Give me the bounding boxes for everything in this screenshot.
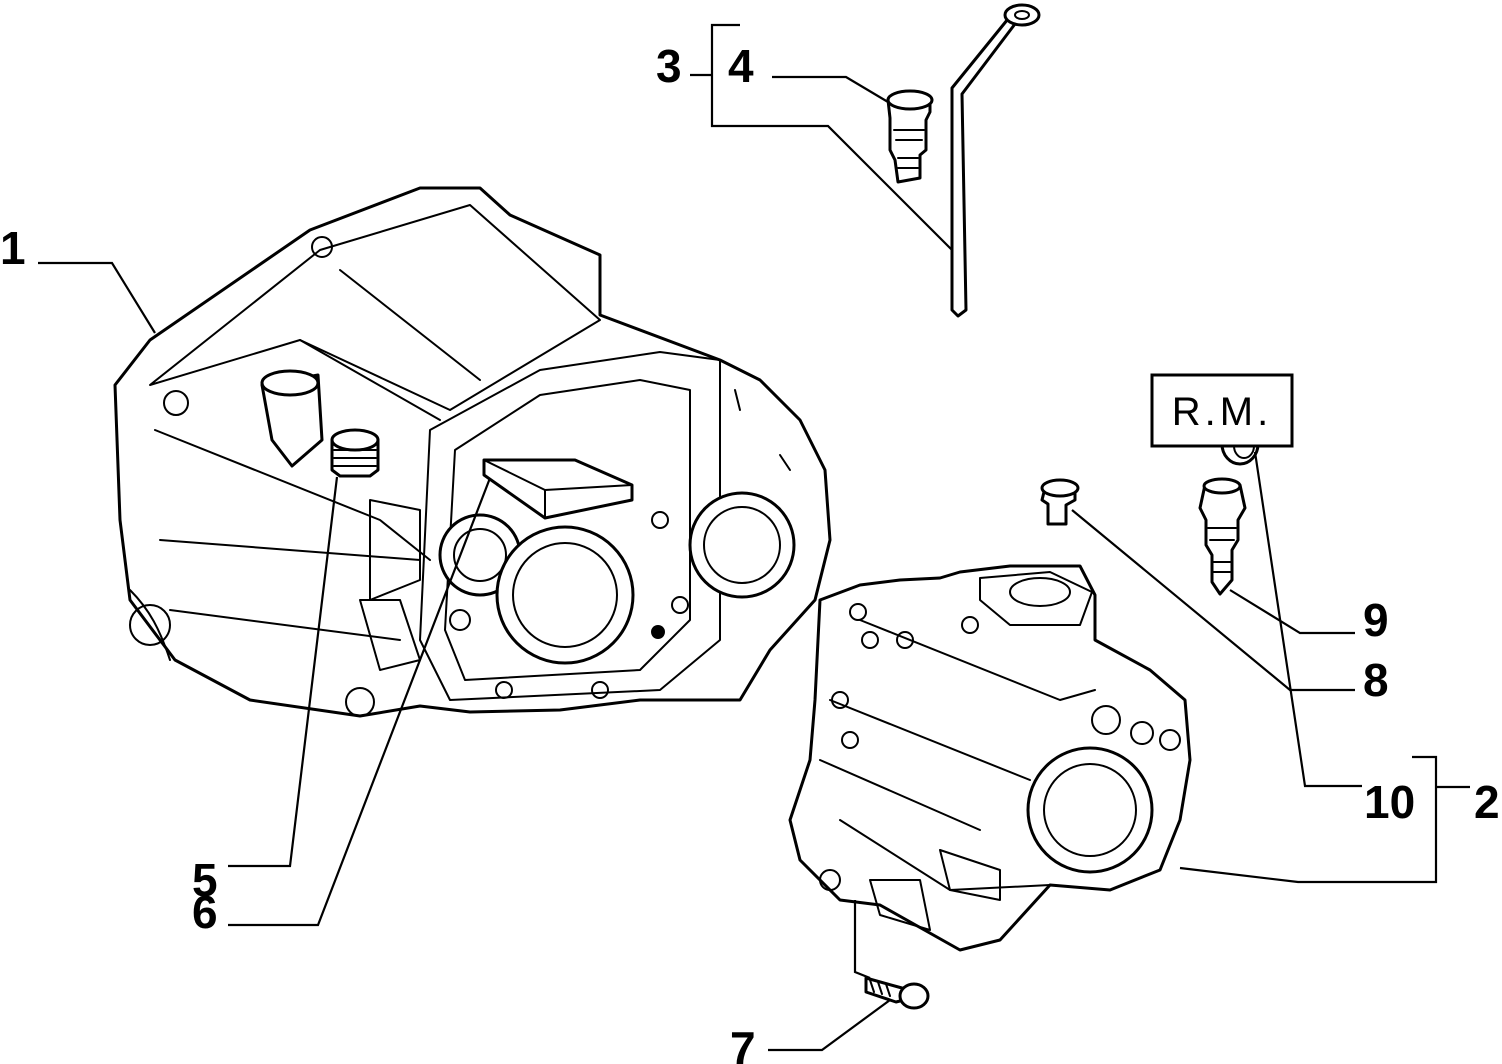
part-2-gearbox-casing	[788, 564, 1192, 952]
rm-box	[1150, 373, 1294, 448]
callout-7: 7	[730, 1022, 756, 1064]
callout-4: 4	[728, 40, 754, 92]
callout-2: 2	[1474, 776, 1500, 828]
callout-1: 1	[0, 222, 26, 274]
part-9-switch	[1198, 477, 1247, 596]
callout-8: 8	[1363, 654, 1389, 706]
callout-3: 3	[656, 40, 682, 92]
part-8-plug	[1040, 478, 1080, 526]
part-7-bolt	[864, 976, 930, 1010]
callout-9: 9	[1363, 594, 1389, 646]
part-1-clutch-housing	[113, 186, 832, 718]
part-3-dipstick	[950, 3, 1041, 318]
callout-10: 10	[1364, 776, 1415, 828]
part-4-breather-plug	[886, 89, 934, 184]
leader-lines	[38, 23, 1470, 1052]
callout-6: 6	[192, 886, 218, 938]
callout-5: 5	[192, 854, 218, 906]
rm-label: R.M.	[1172, 390, 1272, 434]
part-6-magnet-pad	[482, 458, 634, 520]
part-5-threaded-plug	[330, 428, 380, 478]
